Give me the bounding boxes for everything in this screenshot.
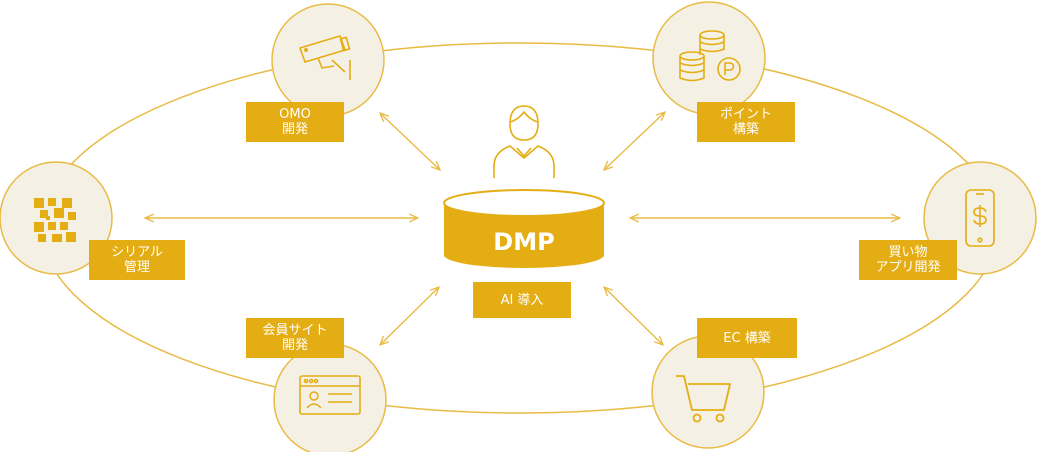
node-label-point-line2: 構築 — [732, 122, 759, 137]
node-label-member-line2: 開発 — [281, 338, 308, 353]
node-circle-omo — [271, 3, 385, 117]
node-label-serial: シリアル 管理 — [89, 240, 185, 280]
node-label-omo-line1: OMO — [279, 107, 311, 122]
node-label-omo: OMO 開発 — [246, 102, 344, 142]
node-label-app: 買い物 アプリ開発 — [859, 240, 957, 280]
coins-point-icon — [679, 30, 741, 82]
node-label-app-line2: アプリ開発 — [875, 260, 941, 275]
user-icon — [493, 105, 555, 178]
node-label-point-line1: ポイント — [719, 107, 772, 122]
node-label-point: ポイント 構築 — [697, 102, 795, 142]
smartphone-dollar-icon — [965, 189, 995, 247]
node-label-serial-line2: 管理 — [123, 260, 150, 275]
node-label-serial-line1: シリアル — [111, 245, 163, 260]
node-circle-member — [273, 343, 387, 452]
node-label-omo-line2: 開発 — [281, 122, 308, 137]
shopping-cart-icon — [676, 375, 731, 423]
node-label-app-line1: 買い物 — [888, 245, 928, 260]
security-camera-icon — [299, 35, 351, 80]
center-sub-label: AI 導入 — [473, 282, 571, 318]
node-label-member-line1: 会員サイト — [262, 323, 328, 338]
node-label-ec: EC 構築 — [697, 318, 797, 358]
arrow-member — [380, 287, 439, 345]
arrow-ec — [604, 287, 663, 345]
node-label-ec-line1: EC 構築 — [723, 330, 771, 346]
node-circle-point — [652, 1, 766, 115]
arrow-point — [604, 112, 665, 170]
center-sub-label-text: AI 導入 — [500, 292, 544, 308]
qr-code-icon — [34, 198, 76, 242]
browser-profile-icon — [299, 375, 361, 415]
arrow-omo — [380, 113, 440, 170]
database-cylinder-icon — [443, 189, 605, 268]
center-title: DMP — [493, 228, 554, 256]
arrows — [145, 112, 900, 345]
node-label-member: 会員サイト 開発 — [246, 318, 344, 358]
